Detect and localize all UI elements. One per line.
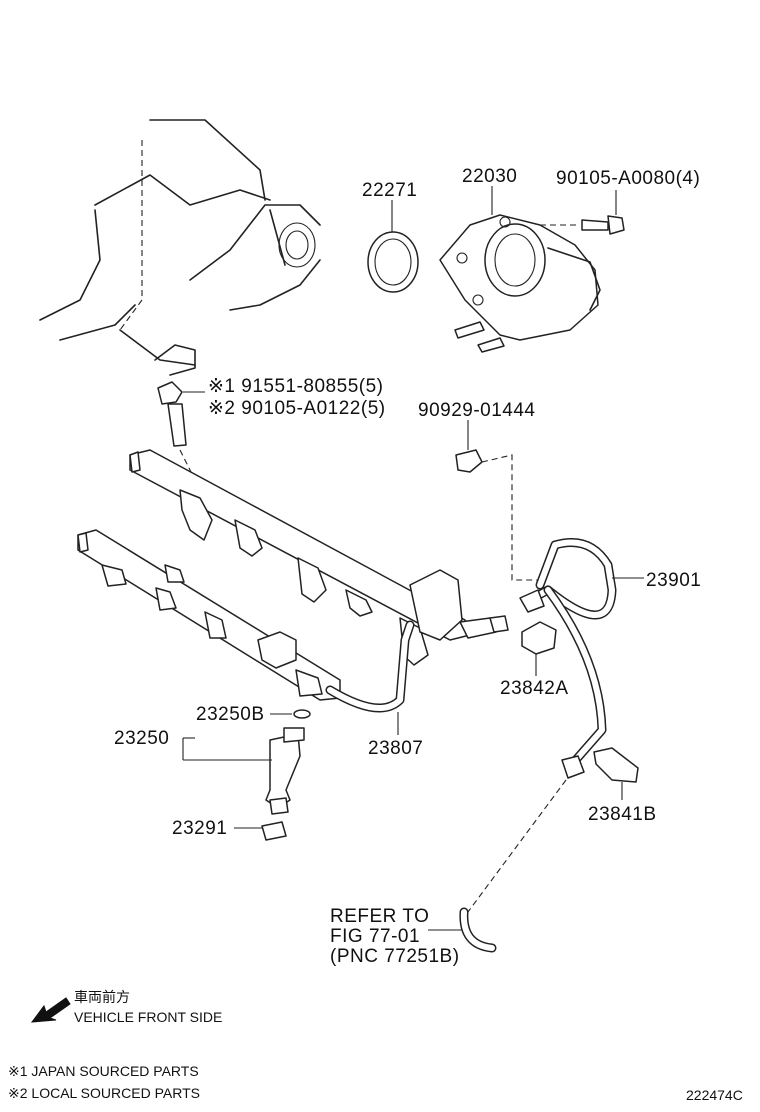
vehicle-front-label-en: VEHICLE FRONT SIDE: [74, 1009, 222, 1025]
gasket-22271-drawing: [367, 200, 419, 293]
clip-23842A-drawing: [521, 621, 557, 676]
vehicle-front-label-jp: 車両前方: [74, 989, 130, 1005]
note-local-sourced: ※2 LOCAL SOURCED PARTS: [8, 1085, 200, 1101]
refer-leader-drawing: [428, 779, 567, 953]
hose-23901-drawing: [519, 538, 644, 779]
clamp-90929-drawing: [455, 420, 540, 581]
figure-id: 222474C: [686, 1087, 743, 1103]
fuel-rail-upper-drawing: [129, 449, 509, 666]
intake-manifold-drawing: [39, 119, 321, 376]
injector-23250-drawing: [182, 709, 311, 841]
note-japan-sourced: ※1 JAPAN SOURCED PARTS: [8, 1063, 199, 1079]
part-number-23842A: 23842A: [500, 678, 569, 699]
refer-to-line-2: FIG 77-01: [330, 926, 420, 947]
part-number-91551-80855: ※1 91551-80855(5): [208, 376, 383, 397]
hose-23807-drawing: [325, 620, 415, 735]
clip-23841B-drawing: [593, 747, 639, 800]
part-number-90929-01444: 90929-01444: [418, 400, 536, 421]
part-number-90105-A0080: 90105-A0080(4): [556, 168, 700, 189]
vehicle-front-arrow-icon: [30, 997, 71, 1023]
refer-to-line-3: (PNC 77251B): [330, 946, 460, 967]
throttle-body-22030-drawing: [439, 186, 601, 353]
part-number-23841B: 23841B: [588, 804, 657, 825]
refer-to-line-1: REFER TO: [330, 906, 429, 927]
fuel-rail-lower-drawing: [77, 529, 341, 701]
part-number-23807: 23807: [368, 738, 423, 759]
part-number-23250: 23250: [114, 728, 169, 749]
bolt-91551-drawing: [157, 381, 206, 501]
part-number-22271: 22271: [362, 180, 417, 201]
part-number-22030: 22030: [462, 166, 517, 187]
part-number-23901: 23901: [646, 570, 701, 591]
part-number-23250B: 23250B: [196, 704, 265, 725]
part-number-23291: 23291: [172, 818, 227, 839]
bolt-90105-A0080-drawing: [540, 190, 625, 235]
part-number-90105-A0122: ※2 90105-A0122(5): [208, 398, 386, 419]
